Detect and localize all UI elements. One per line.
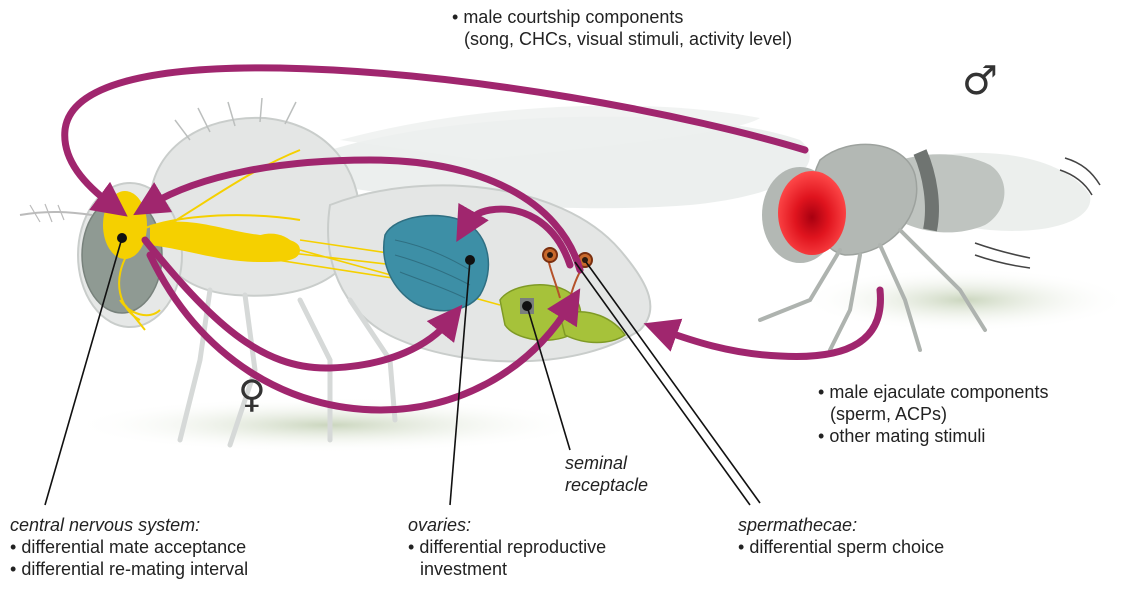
male-courtship-line1: male courtship components [452, 6, 792, 28]
spermathecae-item1: differential sperm choice [738, 536, 944, 558]
spermathecae-label: spermathecae: differential sperm choice [738, 514, 944, 558]
cns-item2: differential re-mating interval [10, 558, 248, 580]
male-courtship-line2: (song, CHCs, visual stimuli, activity le… [452, 28, 792, 50]
ovaries-title: ovaries: [408, 514, 606, 536]
cns-title: central nervous system: [10, 514, 248, 536]
pointer-dot-cns [117, 233, 127, 243]
male-ejaculate-line1: male ejaculate components [818, 381, 1048, 403]
male-symbol: ♂ [962, 58, 998, 104]
seminal-receptacle-label: seminal receptacle [565, 452, 648, 496]
cns-label: central nervous system: differential mat… [10, 514, 248, 580]
seminal-receptacle-line1: seminal [565, 452, 648, 474]
ovaries-item2: investment [408, 558, 606, 580]
cns-item1: differential mate acceptance [10, 536, 248, 558]
female-symbol: ♀ [238, 372, 266, 416]
female-antenna [20, 212, 92, 215]
female-fly [20, 98, 810, 445]
pointer-dot-seminal-receptacle [522, 301, 532, 311]
ovaries-label: ovaries: differential reproductive inves… [408, 514, 606, 580]
male-ejaculate-label: male ejaculate components (sperm, ACPs) … [818, 381, 1048, 447]
male-ejaculate-line3: other mating stimuli [818, 425, 1048, 447]
spermathecae-title: spermathecae: [738, 514, 944, 536]
male-courtship-label: male courtship components (song, CHCs, v… [452, 6, 792, 50]
male-ejaculate-line2: (sperm, ACPs) [818, 403, 1048, 425]
ovaries-item1: differential reproductive [408, 536, 606, 558]
male-eye [778, 171, 846, 255]
seminal-receptacle-line2: receptacle [565, 474, 648, 496]
pointer-dot-ovaries [465, 255, 475, 265]
